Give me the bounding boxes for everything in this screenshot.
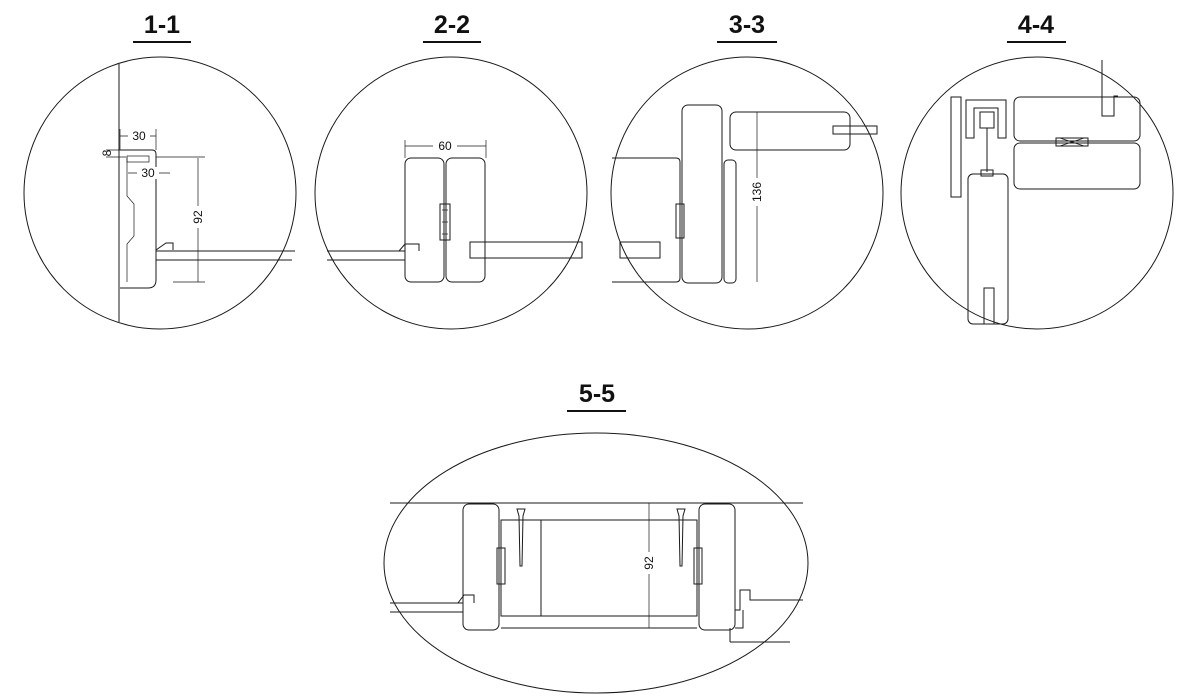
dim-136: 136: [750, 182, 764, 202]
dim-92: 92: [642, 556, 656, 570]
panel-right: [469, 241, 583, 259]
post-right: [698, 503, 736, 631]
section-title-4-4: 4-4: [1018, 11, 1054, 39]
dim-30-inner: 30: [141, 166, 155, 180]
screw-left: [516, 508, 526, 567]
jamb-left: [404, 157, 445, 283]
glazing-bead: [457, 594, 475, 604]
hinge-left: [496, 547, 506, 585]
connector-mark: [1059, 137, 1085, 147]
dim-60: 60: [438, 139, 452, 153]
lintel: [500, 519, 698, 617]
header-rail: [832, 125, 878, 135]
hinge-right: [693, 547, 703, 585]
dim-92: 92: [191, 210, 205, 224]
detail-circle: [23, 56, 297, 330]
section-title-2-2: 2-2: [434, 11, 470, 39]
header-board-top: [1013, 96, 1141, 142]
post-left: [462, 503, 500, 631]
glazing-bead: [398, 243, 420, 252]
step-profile: [735, 589, 803, 611]
screw-right: [676, 508, 686, 567]
wall-plate: [950, 96, 962, 198]
section-title-5-5: 5-5: [579, 380, 615, 408]
glazing-bead: [155, 242, 174, 251]
header-board-bottom: [1013, 142, 1141, 190]
frame-edge: [723, 159, 737, 284]
hanger-plate: [980, 169, 994, 177]
detail-circle: [314, 56, 588, 330]
dim-30-top: 30: [132, 129, 146, 143]
floor-guide: [983, 287, 995, 325]
track-profile: [965, 99, 1007, 139]
section-title-1-1: 1-1: [144, 11, 180, 39]
dim-8: 8: [100, 149, 114, 156]
door-leaf: [967, 173, 1009, 325]
connector: [1055, 137, 1089, 147]
section-5-5: 5-5 92: [383, 380, 809, 694]
dim-mask: [137, 167, 159, 179]
section-3-3: 3-3 136: [610, 11, 884, 330]
dim-mask: [128, 129, 150, 141]
dim-mask: [433, 139, 457, 152]
section-2-2: 2-2 60: [314, 11, 588, 330]
section-1-1: 1-1 30 30 8 92: [23, 11, 297, 330]
section-4-4: 4-4: [900, 11, 1174, 330]
detail-ellipse: [383, 432, 809, 694]
dim-mask: [643, 552, 655, 574]
frame-inner: [126, 157, 135, 282]
dim-mask: [751, 178, 763, 206]
frame-rebate: [126, 155, 150, 163]
jamb-left: [612, 157, 681, 283]
hinge: [675, 203, 685, 239]
frame-profile: [120, 149, 157, 289]
jamb-right: [445, 157, 486, 283]
dim-mask: [192, 206, 204, 228]
roller: [979, 111, 995, 129]
hinge: [439, 203, 451, 241]
section-title-3-3: 3-3: [729, 11, 765, 39]
panel-left: [619, 241, 661, 259]
ceiling-hook: [1101, 60, 1118, 117]
frame-tall: [681, 104, 723, 284]
detail-circle: [900, 56, 1174, 330]
header-block: [729, 111, 851, 151]
step-profile: [735, 610, 744, 629]
detail-circle: [610, 56, 884, 330]
